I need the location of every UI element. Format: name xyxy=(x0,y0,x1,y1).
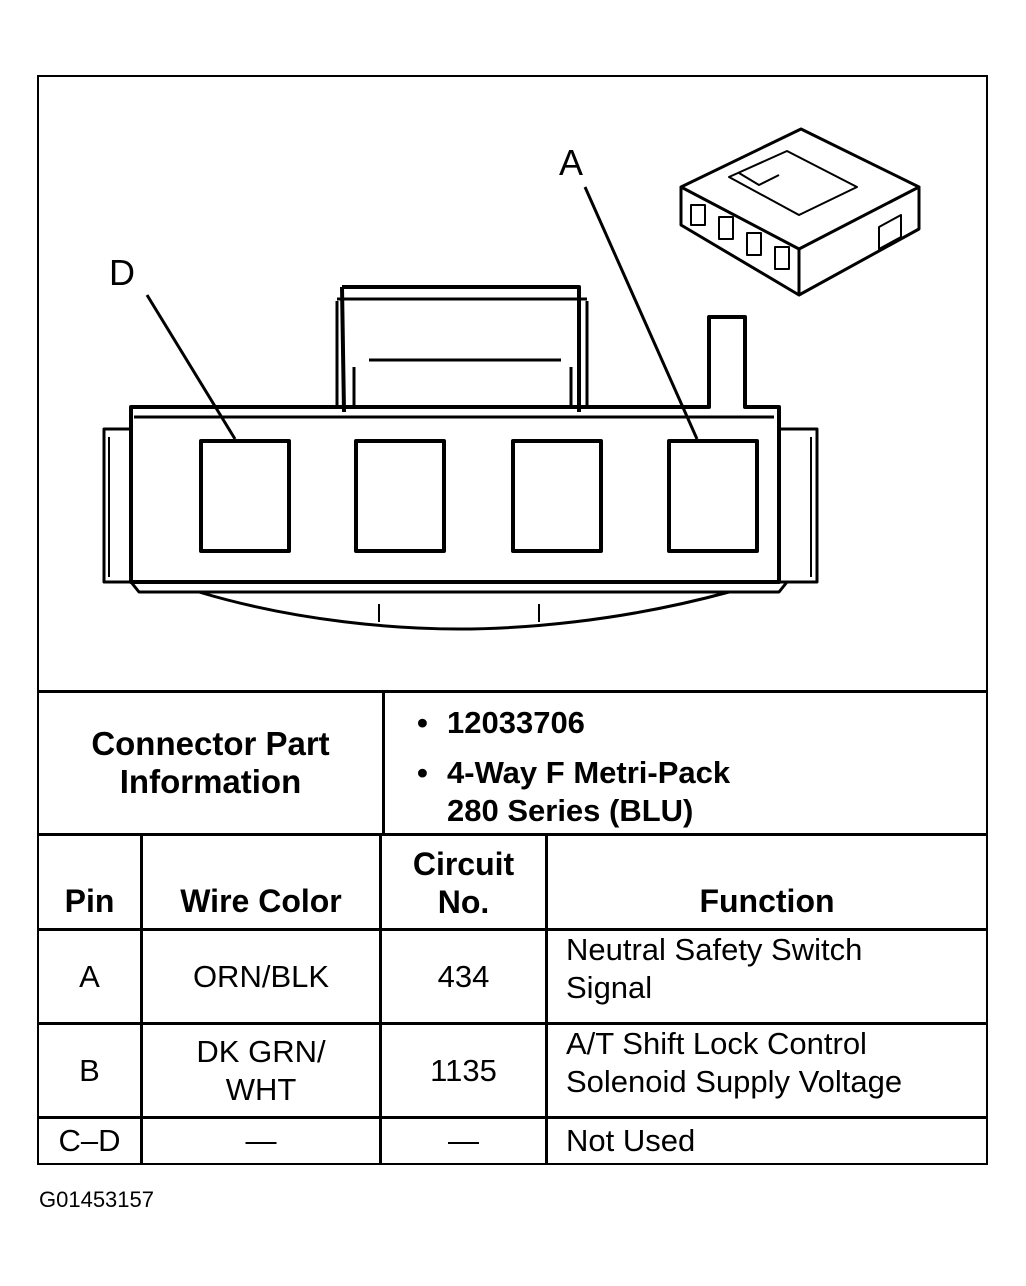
row-b-wire-color: DK GRN/ WHT xyxy=(143,1025,379,1116)
row-a-wire-color: ORN/BLK xyxy=(192,958,330,994)
row-b-wire-line2: WHT xyxy=(225,1071,297,1107)
header-pin: Pin xyxy=(64,883,115,919)
row-b-function-line2: Solenoid Supply Voltage xyxy=(566,1064,903,1099)
connector-description-item: • 4-Way F Metri-Pack xyxy=(417,755,731,791)
part-number: 12033706 xyxy=(447,705,585,740)
column-divider xyxy=(140,836,143,1163)
header-function: Function xyxy=(699,883,835,919)
row-b-circuit: 1135 xyxy=(430,1052,497,1088)
cavity-d xyxy=(199,439,291,553)
row-b-function: A/T Shift Lock Control Solenoid Supply V… xyxy=(548,1025,986,1116)
row-b-wire-line1: DK GRN/ xyxy=(196,1033,326,1069)
row-cd-wire-color: — xyxy=(245,1123,277,1158)
row-a-pin: A xyxy=(79,958,100,994)
callout-a-label: A xyxy=(559,142,583,183)
info-label-line1: Connector Part xyxy=(91,725,330,762)
cavity-b xyxy=(511,439,603,553)
row-a-function: Neutral Safety Switch Signal xyxy=(548,931,986,1022)
row-cd-function: Not Used xyxy=(566,1123,696,1158)
header-circuit-line1: Circuit xyxy=(412,846,515,882)
callout-d-label: D xyxy=(109,252,135,293)
row-b-function-line1: A/T Shift Lock Control xyxy=(566,1026,867,1061)
bullet: • xyxy=(417,705,428,740)
cavity-c xyxy=(354,439,446,553)
row-cd-pin: C–D xyxy=(58,1123,121,1158)
column-divider xyxy=(379,836,382,1163)
header-circuit-no: Circuit No. xyxy=(382,840,545,926)
connector-drawing: A D xyxy=(102,127,921,631)
bullet: • xyxy=(417,755,428,790)
connector-part-info-label: Connector Part Information xyxy=(39,693,382,833)
row-a-circuit: 434 xyxy=(437,958,490,994)
row-divider xyxy=(39,1116,986,1119)
row-cd-circuit: — xyxy=(448,1123,479,1158)
column-divider xyxy=(545,836,548,1163)
connector-description-item-cont: 280 Series (BLU) xyxy=(447,793,693,829)
row-a-function-line1: Neutral Safety Switch xyxy=(566,932,863,967)
connector-diagram: A D xyxy=(39,77,986,690)
pinout-table: Pin Wire Color Circuit No. Function A OR… xyxy=(39,836,986,1163)
info-divider xyxy=(382,693,385,833)
header-circuit-line2: No. xyxy=(437,884,490,920)
info-label-line2: Information xyxy=(119,763,302,800)
figure-id: G01453157 xyxy=(39,1187,154,1212)
description-line2: 280 Series (BLU) xyxy=(447,793,694,828)
cavity-a xyxy=(667,439,759,553)
row-b-pin: B xyxy=(79,1052,100,1088)
row-divider xyxy=(39,928,986,931)
connector-latch xyxy=(335,285,589,413)
description-line1: 4-Way F Metri-Pack xyxy=(447,755,731,790)
callout-d-leader xyxy=(145,294,237,440)
connector-figure-frame: A D Connector Part Information • 1203370… xyxy=(37,75,988,1165)
header-wire-color: Wire Color xyxy=(180,883,342,919)
row-divider xyxy=(39,1022,986,1025)
callout-a-leader xyxy=(583,186,699,440)
connector-part-info-values: • 12033706 • 4-Way F Metri-Pack 280 Seri… xyxy=(385,693,985,833)
part-number-item: • 12033706 xyxy=(417,705,585,741)
connector-part-info-row: Connector Part Information • 12033706 • … xyxy=(39,690,986,836)
connector-body xyxy=(102,315,819,631)
row-a-function-line2: Signal xyxy=(566,970,653,1005)
connector-isometric-view xyxy=(679,127,921,297)
